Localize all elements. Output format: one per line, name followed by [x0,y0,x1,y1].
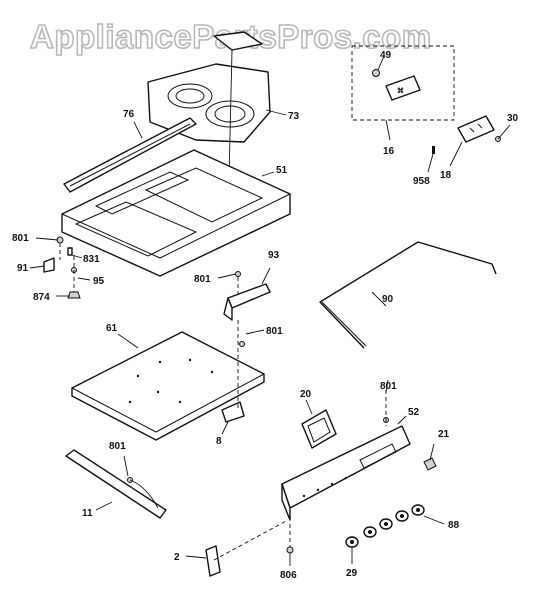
part-806-screw [286,524,294,554]
callout-21: 21 [438,429,450,440]
callout-16: 16 [383,146,395,157]
callout-20: 20 [300,389,312,400]
part-18-lens-cover [457,115,495,143]
callout-61: 61 [106,323,118,334]
callout-11: 11 [82,508,93,519]
callout-2: 2 [174,552,180,563]
callout-958: 958 [413,176,430,187]
part-20-handle [301,409,337,449]
part-76-vent-trim [63,117,197,193]
callout-90: 90 [382,294,394,305]
callout-73: 73 [288,111,300,122]
part-49-bulb [372,69,380,77]
part-30-screw [495,124,511,142]
callout-801-left: 801 [12,233,29,244]
callout-801-bracket: 801 [194,274,211,285]
callout-8: 8 [216,436,222,447]
fastener-group-left [43,236,81,299]
part-8-support [221,320,245,423]
callout-30: 30 [507,113,519,124]
part-90-wire-rod [319,241,497,349]
svg-text:⌘: ⌘ [397,87,404,95]
part-51-cooktop-frame [61,149,291,277]
callout-88: 88 [448,520,460,531]
callout-801-right: 801 [380,381,397,392]
part-2-leg-bracket [205,519,289,577]
callout-52: 52 [408,407,420,418]
callout-76: 76 [123,109,135,120]
part-52-control-panel [281,390,411,521]
callout-91: 91 [17,263,29,274]
part-61-bottom-panel [71,331,265,441]
leader-lines [29,55,463,566]
callout-18: 18 [440,170,452,181]
knob-set-29-88 [345,504,425,548]
callout-831: 831 [83,254,100,265]
part-93-bracket [223,271,271,321]
fastener-801-mid [239,341,245,347]
part-21-knob-small [423,457,437,471]
part-16-lens: ⌘ [385,75,421,101]
callout-95: 95 [93,276,105,287]
callout-29: 29 [346,568,358,579]
callout-874: 874 [33,292,50,303]
kit-16-dashed-box [351,45,455,121]
callout-801-lower: 801 [109,441,126,452]
part-11-trim-strip [65,449,167,519]
callout-49: 49 [380,50,392,61]
callout-93: 93 [268,250,280,261]
callout-labels: 76 73 49 16 30 958 18 51 801 831 91 95 8… [12,50,519,581]
callout-801-mid: 801 [266,326,283,337]
part-958-clip [432,146,435,154]
callout-51: 51 [276,165,288,176]
callout-806: 806 [280,570,297,581]
